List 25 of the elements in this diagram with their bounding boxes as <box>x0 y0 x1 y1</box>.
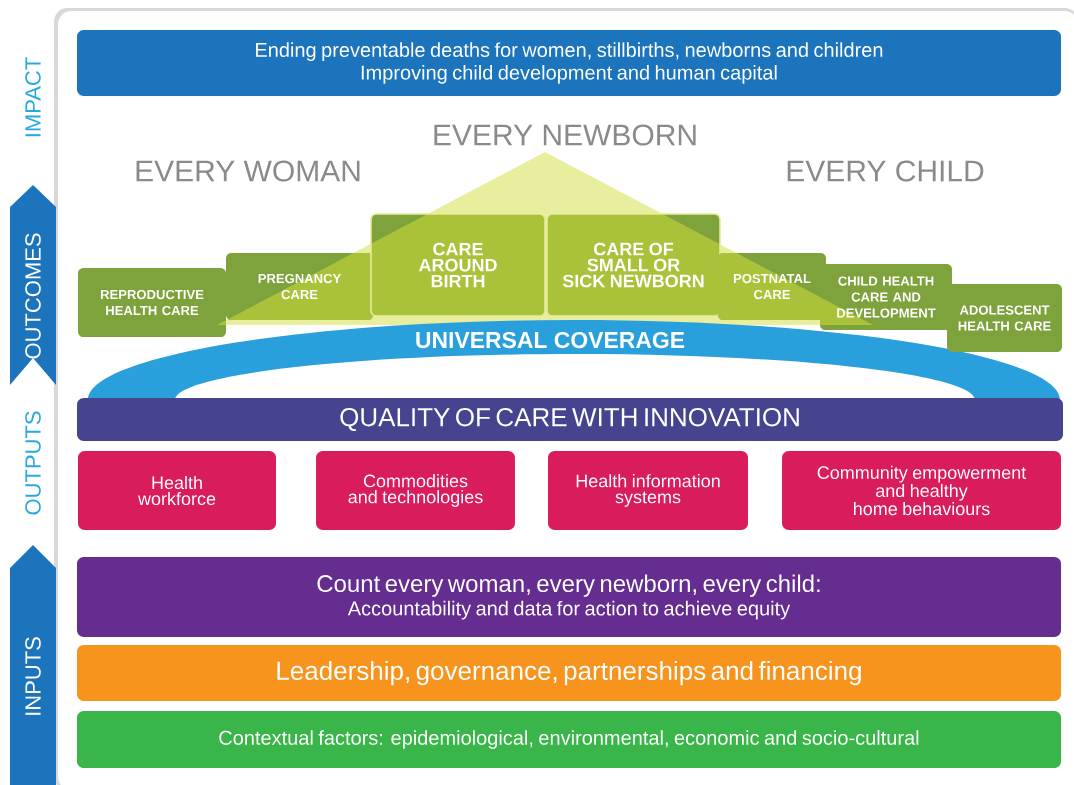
text-box: Leadership, governance, partnerships and financing <box>77 645 1061 701</box>
care-box: REPRODUCTIVE HEALTH CARE <box>78 268 226 337</box>
heading: EVERY CHILD <box>787 160 984 182</box>
text-box: QUALITY OF CARE WITH INNOVATION <box>77 398 1063 441</box>
care-box: PREGNANCY CARE <box>226 253 373 320</box>
heading: EVERY WOMAN <box>136 160 360 182</box>
heading: EVERY NEWBORN <box>434 124 696 146</box>
text-box: Count every woman, every newborn, every child: Accountability and data for action to achieve equity <box>77 557 1061 637</box>
text-box: Community empowerment and healthy home behaviours <box>782 451 1061 530</box>
care-box: ADOLESCENT HEALTH CARE <box>947 284 1062 352</box>
node-label: REPRODUCTIVE HEALTH CARE <box>100 289 204 316</box>
text-box: Health workforce <box>78 451 276 530</box>
text-box: Contextual factors: epidemiological, environmental, economic and socio-cultural <box>77 710 1061 769</box>
care-box: CARE AROUND BIRTH <box>370 213 546 317</box>
stage-label: OUTPUTS <box>25 411 41 515</box>
care-box: CARE OF SMALL OR SICK NEWBORN <box>546 213 721 317</box>
stage-label: IMPACT <box>25 57 41 137</box>
text-box: Health information systems <box>548 451 748 530</box>
care-box: POSTNATAL CARE <box>718 253 826 320</box>
text-box: Ending preventable deaths for women, stillbirths, newborns and children Improving child development and human capital <box>77 30 1061 96</box>
care-box: CHILD HEALTH CARE AND DEVELOPMENT <box>820 264 952 330</box>
node-label: CHILD HEALTH CARE AND DEVELOPMENT <box>837 276 936 318</box>
text-box: Commodities and technologies <box>316 451 515 530</box>
node-label: PREGNANCY CARE <box>258 273 342 300</box>
node-label: POSTNATAL CARE <box>733 273 811 300</box>
